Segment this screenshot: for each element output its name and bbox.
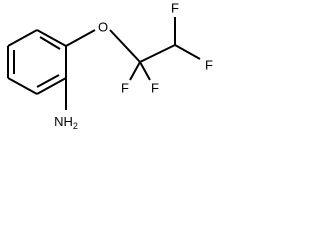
ring-bond-2: [7, 29, 38, 47]
bond-ring-to-oxygen: [65, 29, 96, 47]
fluorine-bottom-right-label: F: [151, 80, 159, 95]
ring-double-bond-bottom: [36, 74, 60, 88]
bond-carbon-to-fluorine-right: [174, 44, 201, 60]
ring-bond-3: [36, 29, 67, 47]
chemical-structure: O F F F F NH2: [7, 0, 213, 131]
fluorine-top-label: F: [171, 0, 179, 15]
amine-subscript: 2: [73, 121, 78, 131]
benzene-ring: [7, 29, 67, 95]
fluorine-right-label: F: [205, 57, 213, 72]
bond-carbon-to-carbon: [139, 44, 176, 63]
bond-carbon-to-fluorine-bottom-right: [139, 61, 151, 81]
ring-double-bond-top: [39, 36, 61, 50]
fluorine-bottom-left-label: F: [121, 80, 129, 95]
oxygen-label: O: [98, 19, 108, 34]
amine-symbol: NH: [54, 114, 73, 129]
ring-bond-6: [7, 77, 38, 95]
ring-bond-5: [36, 77, 67, 95]
bond-oxygen-to-carbon: [109, 29, 141, 63]
amine-label: NH2: [54, 114, 78, 131]
bond-carbon-to-fluorine-bottom-left: [129, 61, 141, 81]
